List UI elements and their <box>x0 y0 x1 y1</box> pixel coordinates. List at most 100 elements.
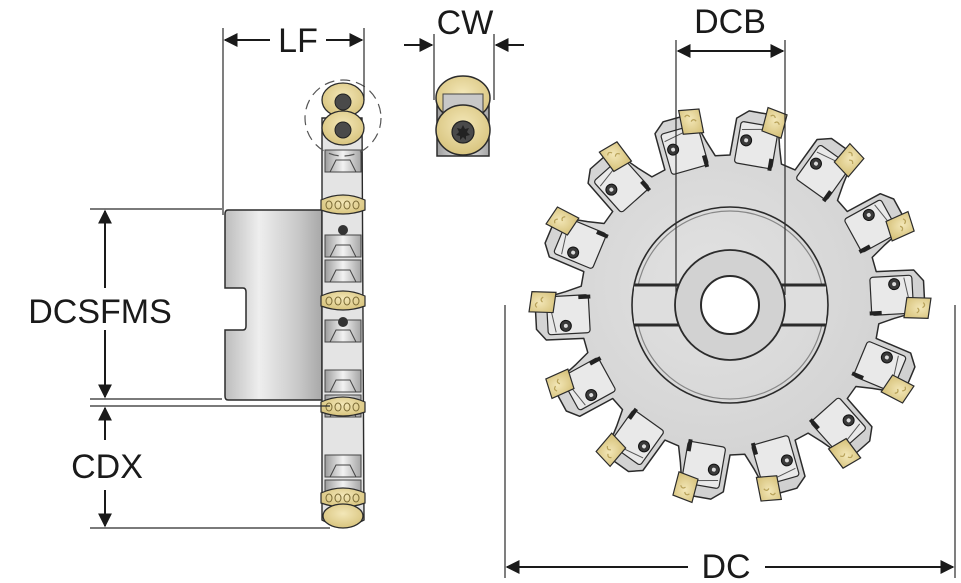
insert-chip-groove <box>916 302 926 314</box>
insert-chip-groove <box>770 114 780 125</box>
clamp-screw-center <box>571 250 576 255</box>
screw-icon <box>338 225 348 235</box>
dim-label-dc: DC <box>701 548 750 583</box>
insert-chip-groove <box>325 493 333 503</box>
side-pocket-segment <box>324 259 362 283</box>
clamp-screw-center <box>846 418 851 423</box>
side-pocket-segment <box>324 454 362 478</box>
side-pocket-facet <box>329 159 357 173</box>
insert-chip-groove <box>553 216 566 224</box>
insert-chip-groove <box>343 296 351 306</box>
dimension-cdx: CDX <box>71 405 330 529</box>
insert-chip-groove <box>334 200 342 210</box>
screw-icon <box>334 93 352 111</box>
insert-chip-groove <box>680 485 690 496</box>
clamp-screw-center <box>892 282 897 287</box>
side-insert <box>320 396 366 417</box>
side-pocket-facet <box>329 329 357 343</box>
insert-pocket <box>844 199 899 253</box>
insert-chip-groove <box>684 114 697 122</box>
cutting-insert <box>528 291 557 314</box>
screw-icon <box>338 317 348 327</box>
chip-gullet-shadow <box>822 190 833 203</box>
insert-chip-groove <box>334 402 342 412</box>
side-pocket-facet <box>329 379 357 393</box>
cutting-insert <box>755 475 783 502</box>
insert-chip-groove <box>553 378 561 392</box>
cutter-tooth <box>660 108 710 175</box>
cutter-tooth <box>869 274 932 319</box>
insert-chip-groove <box>343 493 351 503</box>
chip-gullet-shadow <box>640 180 652 192</box>
side-pocket-facet <box>329 244 357 258</box>
insert-detail-view <box>435 75 491 157</box>
chip-gullet-shadow <box>869 310 882 316</box>
insert-chip-groove <box>839 453 853 459</box>
insert-chip-groove <box>848 151 854 165</box>
insert-chip-groove <box>325 200 333 210</box>
cutter-tooth <box>750 435 800 502</box>
chip-gullet-shadow <box>701 154 710 168</box>
insert-pocket <box>594 156 650 213</box>
cutter-tooth <box>545 206 609 269</box>
cutter-tooth <box>851 341 915 404</box>
insert-pocket <box>810 397 866 454</box>
insert-pocket <box>561 357 616 411</box>
side-insert <box>320 487 366 508</box>
dim-label-dcb: DCB <box>694 3 766 41</box>
hub-body <box>224 209 323 401</box>
insert-chip-groove <box>534 296 544 308</box>
cutter-tooth <box>844 199 915 254</box>
hub-outer-ring <box>631 206 829 404</box>
chip-gullet-shadow <box>767 158 774 172</box>
cutting-insert <box>677 108 705 135</box>
dimension-dcsfms: DCSFMS <box>28 208 222 400</box>
chip-gullet-shadow <box>589 356 602 366</box>
insert-chip-groove <box>343 200 351 210</box>
insert-pocket <box>869 274 915 316</box>
insert-chip-groove <box>607 151 621 157</box>
insert-chip-groove <box>352 402 360 412</box>
dimension-dcb: DCB <box>675 3 786 295</box>
front-view <box>528 106 932 504</box>
cutter-tooth <box>528 291 591 336</box>
cutter-tooth <box>796 142 865 203</box>
clamp-screw-center <box>671 147 676 152</box>
cutter-tooth <box>672 438 726 504</box>
insert-chip-groove <box>352 493 360 503</box>
insert-chip-groove <box>352 200 360 210</box>
insert-chip-groove <box>899 218 907 232</box>
chip-gullet-shadow <box>858 244 871 254</box>
cutting-insert <box>827 437 862 469</box>
cutting-insert <box>672 470 699 504</box>
clamp-screw-center <box>784 458 789 463</box>
clamp-screw-center <box>642 444 647 449</box>
cutter-tooth <box>545 356 616 411</box>
dim-label-lf: LF <box>278 22 318 60</box>
cutter-tooth <box>734 106 788 172</box>
side-cutter-disk <box>320 82 366 529</box>
torx-star <box>456 125 470 140</box>
clamp-screw-center <box>589 393 594 398</box>
clamp-screw-center <box>563 323 568 328</box>
chip-gullet-shadow <box>851 371 864 380</box>
insert-chip-groove <box>352 296 360 306</box>
insert-chip-groove <box>606 445 612 459</box>
side-pocket-segment <box>324 369 362 393</box>
insert-chip-groove <box>334 296 342 306</box>
clamp-screw-center <box>866 212 871 217</box>
side-insert <box>320 290 366 311</box>
chip-gullet-shadow <box>627 407 638 420</box>
dimension-lf: LF <box>222 22 365 215</box>
insert-chip-groove <box>763 488 776 496</box>
dim-label-cw: CW <box>437 4 494 42</box>
chip-gullet-shadow <box>596 230 609 239</box>
clamp-screw-center <box>813 161 818 166</box>
chip-gullet-shadow <box>750 442 759 456</box>
insert-chip-groove <box>325 402 333 412</box>
center-bore <box>700 275 760 335</box>
side-pocket-segment <box>324 234 362 258</box>
cutter-tooth <box>595 407 664 468</box>
cutting-insert <box>761 106 788 140</box>
